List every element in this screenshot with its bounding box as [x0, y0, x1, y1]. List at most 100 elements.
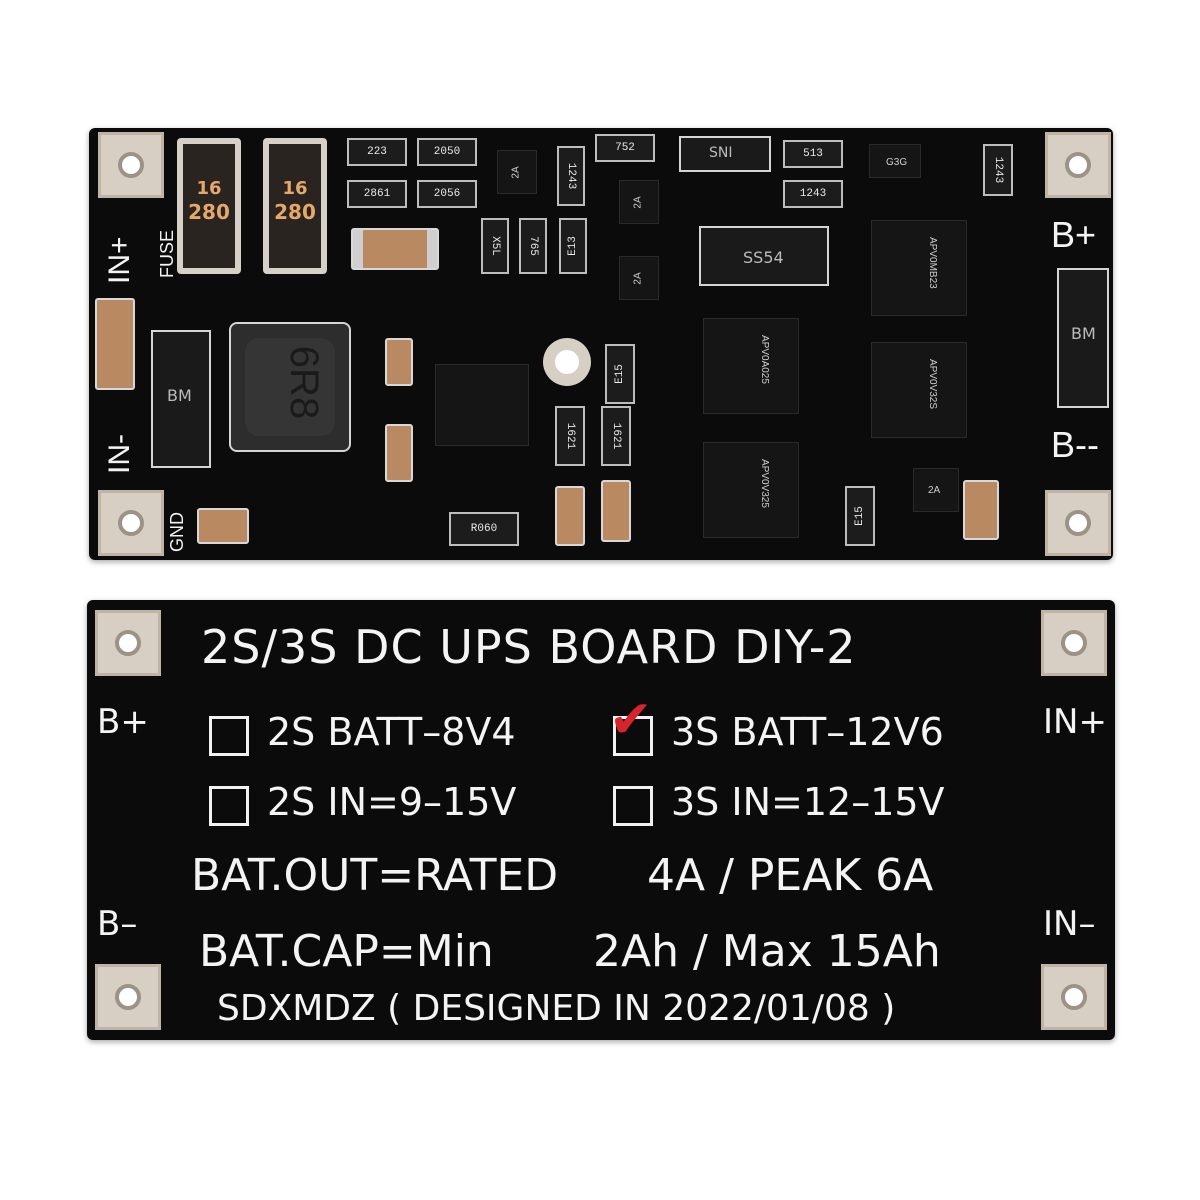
- inductor-core: [245, 338, 335, 436]
- regulator-marking: 2A: [632, 196, 644, 209]
- resistor-marking: 1243: [992, 156, 1004, 184]
- bat-cap-value: 2Ah / Max 15Ah: [593, 926, 941, 977]
- label-fuse: FUSE: [157, 229, 177, 278]
- regulator-sot23: 2A: [497, 150, 537, 194]
- capacitor: [963, 480, 999, 540]
- hole-center: [555, 350, 579, 374]
- capacitor: [555, 486, 585, 546]
- diode-marking: SS54: [743, 248, 784, 267]
- resistor: 1243: [783, 180, 843, 208]
- check-mark-icon: ✔: [609, 690, 653, 750]
- resistor: 513: [783, 140, 843, 168]
- option-2s-in: 2S IN=9–15V: [267, 780, 517, 824]
- mosfet: APV0V32S: [871, 342, 967, 438]
- resistor: E15: [845, 486, 875, 546]
- label-in-minus: IN–: [1043, 904, 1096, 944]
- label-b-plus: B+: [97, 702, 149, 742]
- designer-footer: SDXMDZ ( DESIGNED IN 2022/01/08 ): [217, 988, 896, 1029]
- resistor-marking: R060: [470, 523, 498, 535]
- checkbox-2s-in: [209, 786, 249, 826]
- resistor: 1243: [983, 144, 1013, 196]
- bat-cap-label: BAT.CAP=Min: [199, 926, 494, 977]
- fuse-marking-line2: 280: [274, 200, 316, 224]
- resistor-marking: 2056: [433, 188, 461, 200]
- option-3s-batt: 3S BATT–12V6: [671, 710, 944, 754]
- mounting-pad-top-left: [95, 610, 161, 676]
- mounting-hole: [1065, 510, 1091, 536]
- mounting-hole: [1061, 984, 1087, 1010]
- resistor: 1621: [555, 406, 585, 466]
- label-in-minus: IN-: [103, 434, 136, 474]
- small-ic-marking: G3G: [886, 157, 908, 168]
- resistor-marking: 223: [367, 146, 387, 158]
- resistor-marking: 2861: [363, 188, 391, 200]
- checkbox-2s-batt: [209, 716, 249, 756]
- resistor: R060: [449, 512, 519, 546]
- option-2s-batt: 2S BATT–8V4: [267, 710, 516, 754]
- mounting-pad-top-left: [98, 132, 164, 198]
- option-3s-in: 3S IN=12–15V: [671, 780, 945, 824]
- fuse-marking-line2: 280: [188, 200, 230, 224]
- capacitor: [351, 228, 439, 270]
- mosfet-marking: APV0MB23: [927, 237, 938, 289]
- capacitor-terminal: [353, 230, 363, 268]
- capacitor: [601, 480, 631, 542]
- small-ic: G3G: [869, 144, 921, 178]
- mounting-hole: [115, 630, 141, 656]
- bat-out-label: BAT.OUT=RATED: [191, 850, 559, 901]
- mosfet-marking: APV0V32S: [927, 359, 938, 410]
- label-in-plus: IN+: [103, 236, 136, 284]
- mosfet: APV0MB23: [871, 220, 967, 316]
- resistor: 2861: [347, 180, 407, 208]
- resistor: 223: [347, 138, 407, 166]
- regulator-sot23: 2A: [619, 180, 659, 224]
- fuse-marking-line1: 16: [282, 178, 308, 199]
- label-b-plus: B+: [1051, 214, 1097, 255]
- label-gnd: GND: [167, 512, 187, 552]
- mounting-hole: [115, 984, 141, 1010]
- mounting-pad-bottom-left: [95, 964, 161, 1030]
- diode-marking: SNI: [709, 145, 733, 161]
- diode-bm-right: BM: [1057, 268, 1109, 408]
- mounting-pad-bottom-right: [1041, 964, 1107, 1030]
- regulator-marking: 2A: [632, 272, 644, 285]
- regulator-marking: 2A: [510, 166, 522, 179]
- mounting-hole: [118, 152, 144, 178]
- capacitor-terminal: [427, 230, 437, 268]
- diode-ss54: SS54: [699, 226, 829, 286]
- resistor: 1621: [601, 406, 631, 466]
- fuse-component: 16 280: [177, 138, 241, 274]
- resistor-marking: E15: [614, 364, 626, 384]
- resistor: 2056: [417, 180, 477, 208]
- mounting-pad-bottom-right: [1045, 490, 1111, 556]
- capacitor: [385, 338, 413, 386]
- mounting-pad-top-right: [1041, 610, 1107, 676]
- mounting-pad-bottom-left: [98, 490, 164, 556]
- mosfet-marking: APV0V325: [759, 459, 770, 508]
- diode-sni: SNI: [679, 136, 771, 172]
- resistor-marking: E13: [567, 236, 579, 256]
- capacitor: [197, 508, 249, 544]
- resistor-marking: E15: [854, 506, 866, 526]
- inductor: 6R8: [229, 322, 351, 452]
- diode-marking: BM: [1071, 324, 1096, 343]
- regulator-sot23: 2A: [913, 468, 959, 512]
- resistor: E13: [559, 218, 587, 274]
- label-b-minus: B–: [97, 904, 138, 944]
- diode-marking: BM: [167, 386, 192, 405]
- bat-out-value: 4A / PEAK 6A: [647, 850, 934, 901]
- capacitor: [385, 424, 413, 482]
- resistor: E15: [605, 344, 635, 404]
- resistor: 1243: [557, 146, 585, 206]
- mosfet-marking: APV0A025: [759, 335, 770, 384]
- regulator-sot23: 2A: [619, 256, 659, 300]
- resistor: 765: [519, 218, 547, 274]
- regulator-marking: 2A: [928, 485, 941, 496]
- fuse-component: 16 280: [263, 138, 327, 274]
- controller-ic: [435, 364, 529, 446]
- mounting-hole: [118, 510, 144, 536]
- capacitor: [95, 298, 135, 390]
- resistor-marking: 2050: [433, 146, 461, 158]
- pcb-component-side: IN+ FUSE IN- GND B+ B-- 16 280 16 280 6R…: [89, 128, 1113, 560]
- resistor-marking: 1243: [565, 162, 577, 190]
